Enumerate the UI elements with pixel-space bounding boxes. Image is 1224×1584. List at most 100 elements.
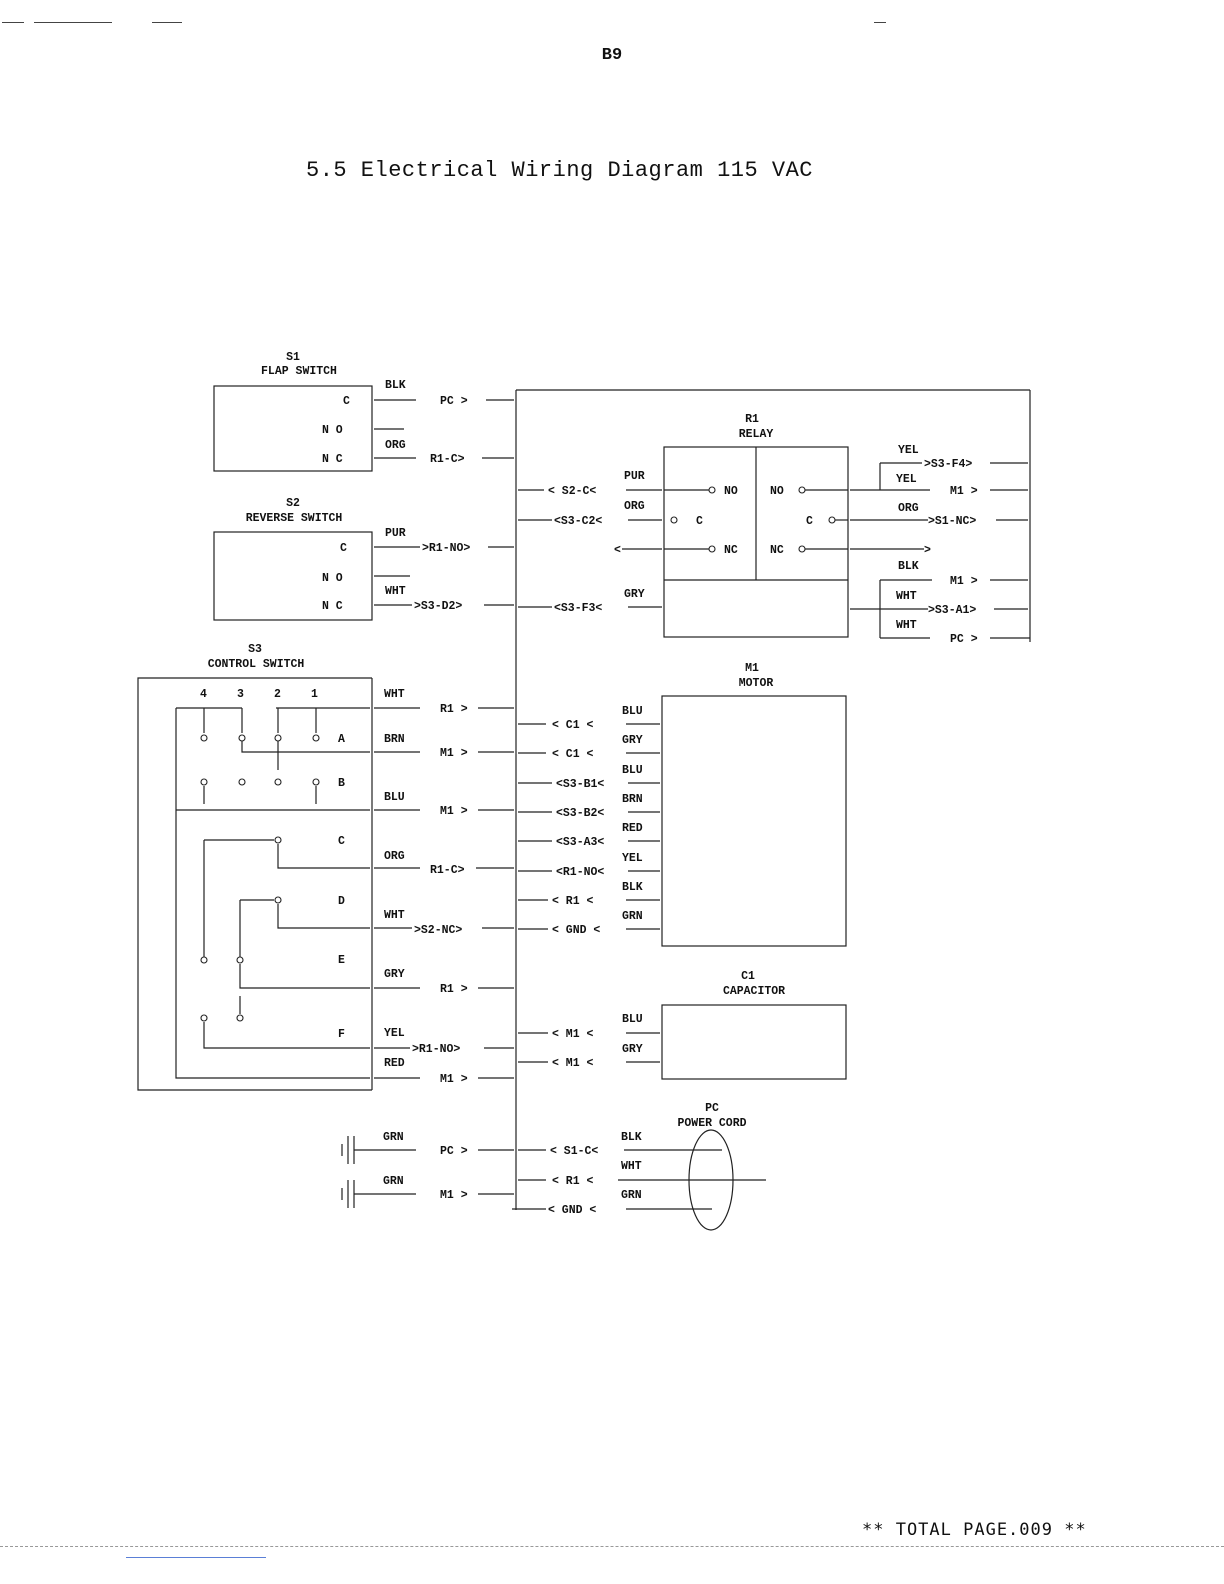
wire-color-label: WHT [896, 590, 917, 603]
s3-row-label: A [338, 733, 345, 746]
s2-box [213, 531, 373, 621]
wire-destination: PC > [440, 1145, 468, 1158]
pc-power-cord: PC POWER CORD BLK < S1-C< WHT < R1 < GRN… [512, 1102, 766, 1231]
s3-row-label: B [338, 777, 345, 790]
fax-mark [34, 22, 112, 23]
m1-motor: M1 MOTOR BLU < C1 < GRY < C1 < BLU <S3-B… [518, 662, 847, 947]
wire-source: < M1 < [552, 1057, 594, 1070]
wire-color-label: GRN [383, 1131, 404, 1144]
m1-id: M1 [745, 662, 759, 675]
s1-flap-switch: S1 FLAP SWITCH C N O N C BLK PC > ORG R1… [213, 351, 514, 472]
fax-header-marks [0, 14, 1224, 26]
wire-color-label: BLK [898, 560, 919, 573]
s1-terminal: N O [322, 424, 343, 437]
wire-source: < C1 < [552, 719, 594, 732]
s3-jumper [203, 839, 370, 960]
wire-color-label: BLK [622, 881, 643, 894]
r1-id: R1 [745, 413, 759, 426]
wire-color-label: YEL [896, 473, 917, 486]
s3-contact [238, 734, 246, 742]
wire-source: < R1 < [552, 1175, 594, 1188]
wire-destination: R1-C> [430, 864, 465, 877]
wire-destination: >S2-NC> [414, 924, 462, 937]
s3-contact [274, 778, 282, 786]
ground-connections: GRN PC > GRN M1 > [341, 1131, 514, 1208]
wire-color-label: WHT [385, 585, 406, 598]
wire-source: < GND < [552, 924, 600, 937]
wire-color-label: PUR [385, 527, 406, 540]
footer-accent-line [126, 1557, 266, 1558]
fax-mark [2, 22, 24, 23]
m1-name: MOTOR [739, 677, 774, 690]
relay-contact-label: NO [770, 485, 784, 498]
r1-relay: R1 RELAY NO C NC NO C NC PUR < S2-C< ORG… [518, 413, 1030, 646]
relay-contact-label: C [696, 515, 703, 528]
wire-color-label: RED [384, 1057, 405, 1070]
wire-color-label: GRY [384, 968, 405, 981]
wire-source: <S3-B2< [556, 807, 604, 820]
wire-color-label: YEL [384, 1027, 405, 1040]
wire-source: < [614, 544, 621, 557]
wire-color-label: BLU [384, 791, 405, 804]
wire-source: < S1-C< [550, 1145, 598, 1158]
wire-source: < GND < [548, 1204, 596, 1217]
s3-row-label: E [338, 954, 345, 967]
s3-column-label: 3 [237, 688, 244, 701]
power-cord-icon [688, 1129, 734, 1231]
s2-name: REVERSE SWITCH [246, 512, 343, 525]
relay-contact-label: NC [770, 544, 784, 557]
s3-jumper [241, 741, 370, 770]
relay-contact [828, 516, 836, 524]
s3-column-label: 2 [274, 688, 281, 701]
relay-contact-label: NC [724, 544, 738, 557]
wire-source: < M1 < [552, 1028, 594, 1041]
s3-row-label: F [338, 1028, 345, 1041]
wire-color-label: YEL [622, 852, 643, 865]
s3-contact [238, 778, 246, 786]
diagram-title: 5.5 Electrical Wiring Diagram 115 VAC [306, 158, 813, 183]
wire-destination: M1 > [950, 485, 978, 498]
s1-name: FLAP SWITCH [261, 365, 337, 378]
s3-outline [137, 677, 372, 1091]
wire-destination: >R1-NO> [412, 1043, 460, 1056]
s2-terminal: N O [322, 572, 343, 585]
s3-jumper [239, 899, 370, 958]
c1-capacitor: C1 CAPACITOR BLU < M1 < GRY < M1 < [518, 970, 847, 1080]
s3-jumper [176, 786, 370, 811]
s3-contact [274, 836, 282, 844]
wire-source: < R1 < [552, 895, 594, 908]
wire-color-label: ORG [624, 500, 645, 513]
s3-contact [274, 734, 282, 742]
c1-id: C1 [741, 970, 755, 983]
wire-destination: >R1-NO> [422, 542, 470, 555]
wire-destination: M1 > [950, 575, 978, 588]
wire-destination: >S1-NC> [928, 515, 976, 528]
pc-id: PC [705, 1102, 719, 1115]
wire-destination: M1 > [440, 805, 468, 818]
s3-column-label: 1 [311, 688, 318, 701]
s1-terminal: N C [322, 453, 343, 466]
wire-source: <S3-B1< [556, 778, 604, 791]
wire-color-label: YEL [898, 444, 919, 457]
wire-color-label: ORG [898, 502, 919, 515]
wire-destination: M1 > [440, 1073, 468, 1086]
wire-source: <S3-F3< [554, 602, 602, 615]
s3-contact [274, 896, 282, 904]
footer-divider [0, 1546, 1224, 1547]
wire-source: <S3-A3< [556, 836, 604, 849]
s3-id: S3 [248, 643, 262, 656]
s3-contact [200, 956, 208, 964]
wire-source: <S3-C2< [554, 515, 602, 528]
wire-color-label: BRN [622, 793, 643, 806]
relay-contact-label: C [806, 515, 813, 528]
relay-contact [708, 545, 716, 553]
relay-contact [798, 545, 806, 553]
fax-mark [874, 22, 886, 23]
wire-color-label: WHT [896, 619, 917, 632]
relay-contact [798, 486, 806, 494]
wire-color-label: WHT [384, 909, 405, 922]
s3-contact [236, 1014, 244, 1022]
wire-destination: R1 > [440, 703, 468, 716]
pc-name: POWER CORD [677, 1117, 746, 1130]
relay-contact [708, 486, 716, 494]
